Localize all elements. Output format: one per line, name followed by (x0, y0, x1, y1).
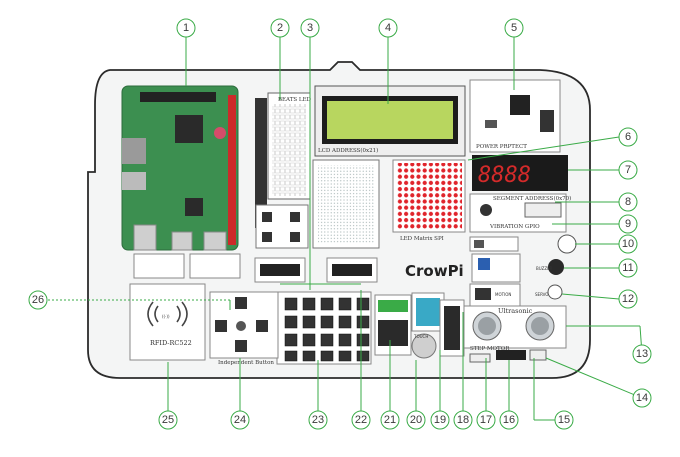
callout-4: 4 (385, 22, 391, 34)
callout-15: 15 (558, 414, 570, 426)
leds-label: BEATS LED (278, 97, 312, 103)
callout-22: 22 (355, 414, 367, 426)
matrix-label: LED Matrix SPI (400, 236, 444, 242)
leds-module: BEATS LED (267, 92, 312, 200)
lcd-label: LCD ADDRESS(0x21) (318, 147, 378, 154)
lcd-module: LCD ADDRESS(0x21) (314, 85, 466, 157)
callout-3: 3 (307, 22, 313, 34)
callout-11: 11 (622, 262, 633, 274)
callout-25: 25 (162, 414, 174, 426)
segment-value: 8888 (478, 163, 531, 188)
callout-lines (48, 37, 643, 421)
touch-label: TOUCH (413, 334, 428, 339)
callout-10: 10 (622, 238, 634, 250)
callout-26: 26 (32, 294, 44, 306)
ultrasonic-label: Ultrasonic (498, 307, 533, 315)
servo-label-1: SERVO (535, 292, 548, 297)
svg-text:((·)): ((·)) (162, 314, 170, 319)
callout-1: 1 (183, 22, 189, 34)
matrix-keypad (276, 291, 372, 365)
gpio-header (255, 98, 267, 228)
callout-17: 17 (480, 414, 492, 426)
segment-label: SEGMENT ADDRESS(0x70) (493, 195, 571, 202)
callout-20: 20 (410, 414, 422, 426)
power-module: POWER PRPTECT (469, 79, 561, 153)
callout-16: 16 (503, 414, 515, 426)
rfid-module: RFID-RC522 ((·)) (129, 283, 206, 361)
callout-18: 18 (457, 414, 469, 426)
led-matrix: LED Matrix SPI (392, 159, 466, 242)
callouts: 1 2 3 4 5 6 7 8 9 10 11 12 13 14 15 16 1… (28, 18, 652, 430)
brand-logo: CrowPi (405, 262, 464, 280)
power-label: POWER PRPTECT (476, 144, 527, 150)
callout-9: 9 (625, 218, 631, 230)
callout-14: 14 (636, 392, 648, 404)
callout-13: 13 (636, 348, 648, 360)
callout-2: 2 (277, 22, 283, 34)
callout-8: 8 (625, 196, 631, 208)
button-label: Independent Button (218, 360, 274, 366)
buzzer-icon (548, 259, 564, 275)
callout-7: 7 (625, 164, 631, 176)
raspberry-pi (121, 85, 239, 251)
motion-label: MOTION (495, 292, 511, 297)
ultrasonic-sensor: Ultrasonic (461, 305, 567, 349)
callout-5: 5 (511, 22, 517, 34)
step-label: STEP MOTOR (470, 346, 510, 352)
callout-19: 19 (434, 414, 446, 426)
callout-24: 24 (234, 414, 246, 426)
independent-buttons: Independent Button (209, 291, 279, 366)
callout-6: 6 (625, 131, 631, 143)
segment-display: 8888 (472, 155, 568, 191)
rfid-label: RFID-RC522 (150, 339, 192, 347)
buzzer-label: BUZZER (536, 266, 553, 271)
callout-23: 23 (312, 414, 324, 426)
vibration-label: VIBRATION GPIO (489, 224, 540, 230)
callout-21: 21 (384, 414, 396, 426)
touch-icon (411, 333, 437, 359)
callout-12: 12 (622, 293, 634, 305)
